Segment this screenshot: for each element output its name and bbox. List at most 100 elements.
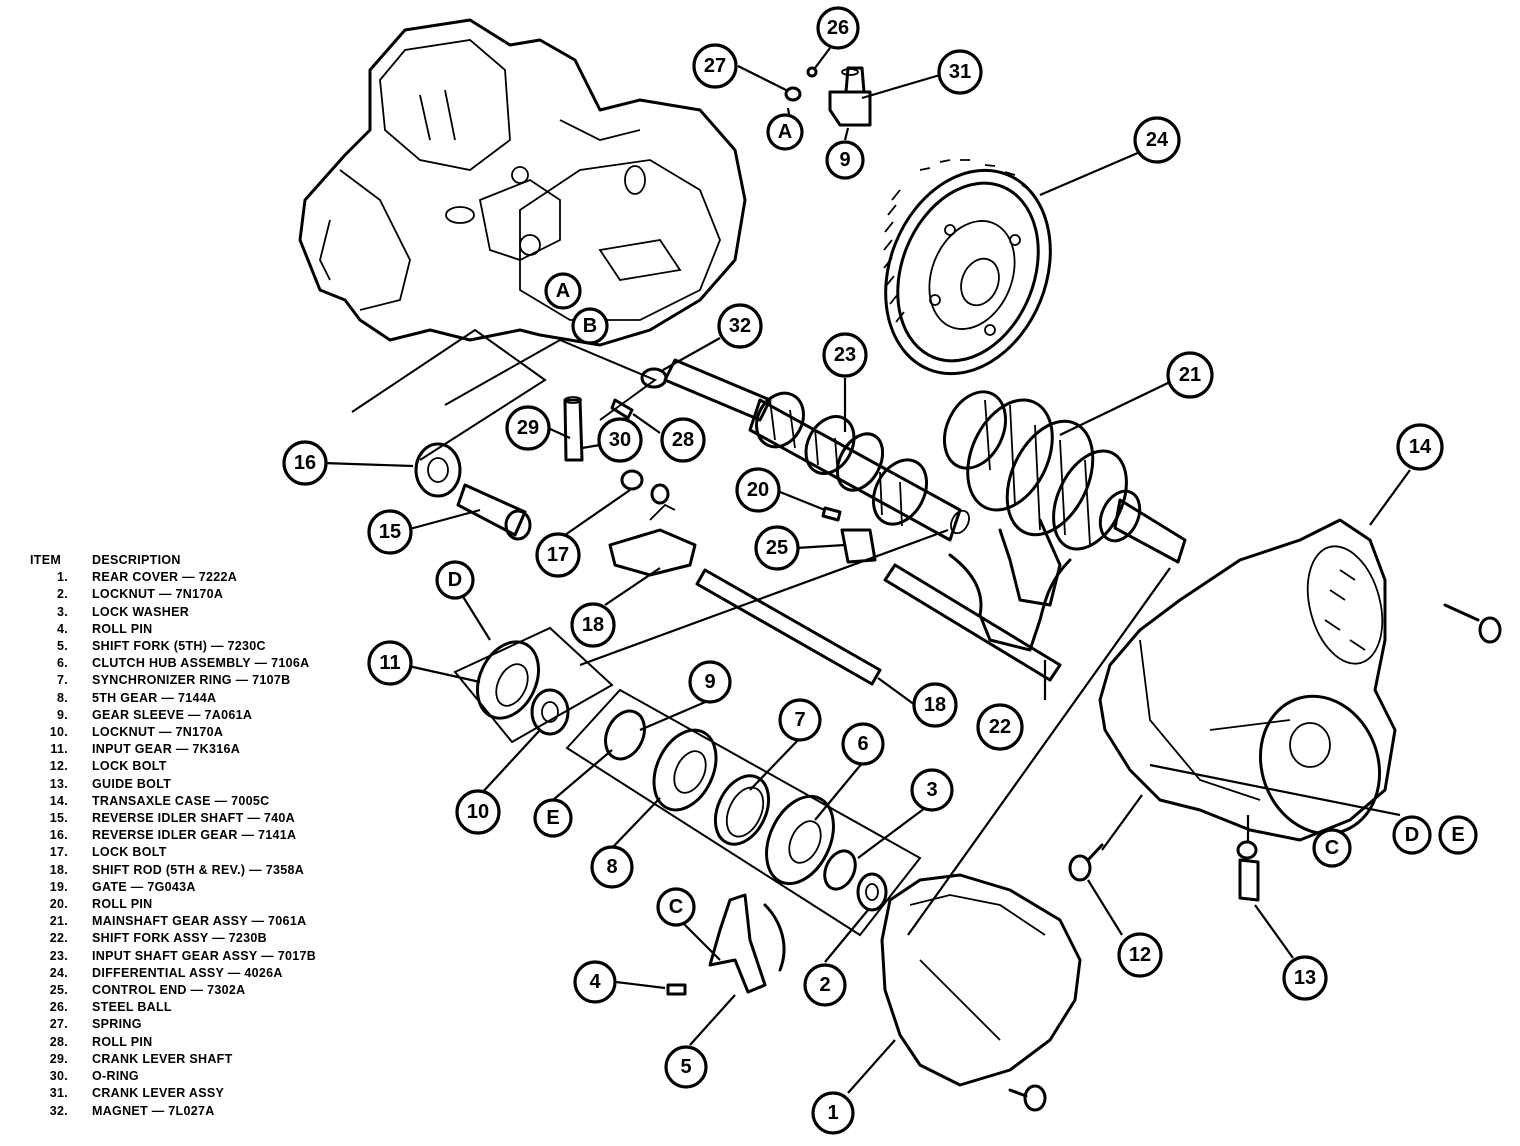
svg-text:31: 31 <box>949 61 971 83</box>
callout-15: 15 <box>367 509 413 555</box>
svg-text:26: 26 <box>827 17 849 39</box>
callout-a-mid: A <box>544 272 582 310</box>
parts-list-row: 4.ROLL PIN <box>30 621 400 638</box>
item-number: 20. <box>49 897 68 912</box>
parts-list-row: 25.CONTROL END — 7302A <box>30 982 400 999</box>
callout-23: 23 <box>822 332 868 378</box>
parts-list-row: 7.SYNCHRONIZER RING — 7107B <box>30 672 400 689</box>
item-number: 26. <box>49 1000 68 1015</box>
callout-28: 28 <box>660 417 706 463</box>
parts-list-row: 8. 5TH GEAR — 7144A <box>30 690 400 707</box>
callout-32: 32 <box>717 303 763 349</box>
item-number: 32. <box>49 1103 68 1118</box>
svg-text:28: 28 <box>672 429 694 451</box>
callout-11: 11 <box>367 640 413 686</box>
svg-text:23: 23 <box>834 344 856 366</box>
item-description: TRANSAXLE CASE — 7005C <box>92 793 270 808</box>
parts-list-row: 24.DIFFERENTIAL ASSY — 4026A <box>30 965 400 982</box>
callout-16: 16 <box>282 440 328 486</box>
locknut-2 <box>856 872 888 912</box>
magnet <box>640 367 668 389</box>
clutch-hub-assembly <box>765 794 835 886</box>
crank-lever-assembly <box>828 66 872 127</box>
item-number: 16. <box>49 828 68 843</box>
item-description: GUIDE BOLT <box>92 776 172 791</box>
item-description: ROLL PIN <box>92 1034 153 1049</box>
item-description: LOCK BOLT <box>92 845 167 860</box>
parts-list-row: 27.SPRING <box>30 1016 400 1033</box>
svg-text:21: 21 <box>1179 364 1201 386</box>
parts-list-row: 18.SHIFT ROD (5TH & REV.) — 7358A <box>30 862 400 879</box>
input-gear <box>476 640 540 720</box>
item-number: 8. <box>56 690 68 705</box>
parts-list-row: 9.GEAR SLEEVE — 7A061A <box>30 707 400 724</box>
item-number: 17. <box>49 845 68 860</box>
lock-bolt-17 <box>620 469 670 505</box>
callout-24: 24 <box>1133 116 1181 164</box>
callout-d-right: D <box>1392 815 1432 855</box>
callout-1: 1 <box>811 1091 855 1135</box>
parts-list-header: ITEM DESCRIPTION <box>30 552 400 569</box>
parts-list-row: 1. REAR COVER — 7222A <box>30 569 400 586</box>
item-number: 6. <box>56 656 68 671</box>
item-number: 3. <box>56 604 68 619</box>
item-number: 5. <box>56 639 68 654</box>
gear-sleeve <box>604 709 646 761</box>
differential-assembly <box>883 159 1052 376</box>
parts-list-row: 32.MAGNET — 7L027A <box>30 1103 400 1120</box>
parts-list-row: 2.LOCKNUT — 7N170A <box>30 586 400 603</box>
item-description: REAR COVER — 7222A <box>92 570 238 585</box>
svg-text:B: B <box>583 315 597 337</box>
svg-text:14: 14 <box>1409 436 1432 458</box>
svg-text:C: C <box>1325 837 1339 859</box>
item-description: REVERSE IDLER GEAR — 7141A <box>92 828 297 843</box>
item-number: 23. <box>49 948 68 963</box>
parts-list-row: 29.CRANK LEVER SHAFT <box>30 1051 400 1068</box>
item-description: CRANK LEVER ASSY <box>92 1086 225 1101</box>
item-number: 14. <box>49 793 68 808</box>
item-number: 25. <box>49 983 68 998</box>
clutch-housing <box>298 18 747 347</box>
callout-18-upper: 18 <box>570 602 616 648</box>
item-number: 21. <box>49 914 68 929</box>
svg-text:25: 25 <box>766 537 788 559</box>
item-description: SYNCHRONIZER RING — 7107B <box>92 673 291 688</box>
item-number: 24. <box>49 965 68 980</box>
item-description: LOCKNUT — 7N170A <box>92 725 224 740</box>
item-number: 28. <box>49 1034 68 1049</box>
roll-pin-20 <box>821 506 842 522</box>
reverse-idler-shaft <box>456 483 532 541</box>
item-number: 1. <box>56 570 68 585</box>
item-description: 5TH GEAR — 7144A <box>92 690 217 705</box>
callout-e-left: E <box>533 798 573 838</box>
svg-text:13: 13 <box>1294 967 1316 989</box>
shift-rod <box>695 568 882 686</box>
svg-text:17: 17 <box>547 544 569 566</box>
callout-30: 30 <box>597 417 643 463</box>
item-description: SPRING <box>92 1017 142 1032</box>
svg-text:E: E <box>1451 824 1464 846</box>
svg-text:9: 9 <box>704 671 715 693</box>
fifth-gear <box>652 728 718 812</box>
svg-text:32: 32 <box>729 315 751 337</box>
svg-text:6: 6 <box>857 733 868 755</box>
parts-list-row: 15.REVERSE IDLER SHAFT — 740A <box>30 810 400 827</box>
callout-b: B <box>571 307 609 345</box>
parts-list-row: 11.INPUT GEAR — 7K316A <box>30 741 400 758</box>
synchronizer-ring <box>713 774 771 846</box>
callout-7: 7 <box>778 698 822 742</box>
svg-text:5: 5 <box>680 1056 691 1078</box>
svg-text:15: 15 <box>379 521 401 543</box>
parts-list-row: 17. LOCK BOLT <box>30 844 400 861</box>
shift-fork-fifth <box>708 893 786 994</box>
svg-text:D: D <box>448 569 462 591</box>
item-column-header: ITEM <box>30 553 62 567</box>
item-number: 31. <box>49 1086 68 1101</box>
parts-list-row: 5.SHIFT FORK (5TH) — 7230C <box>30 638 400 655</box>
svg-text:16: 16 <box>294 452 316 474</box>
item-number: 19. <box>49 879 68 894</box>
svg-text:4: 4 <box>589 971 601 993</box>
callout-c-right: C <box>1312 828 1352 868</box>
